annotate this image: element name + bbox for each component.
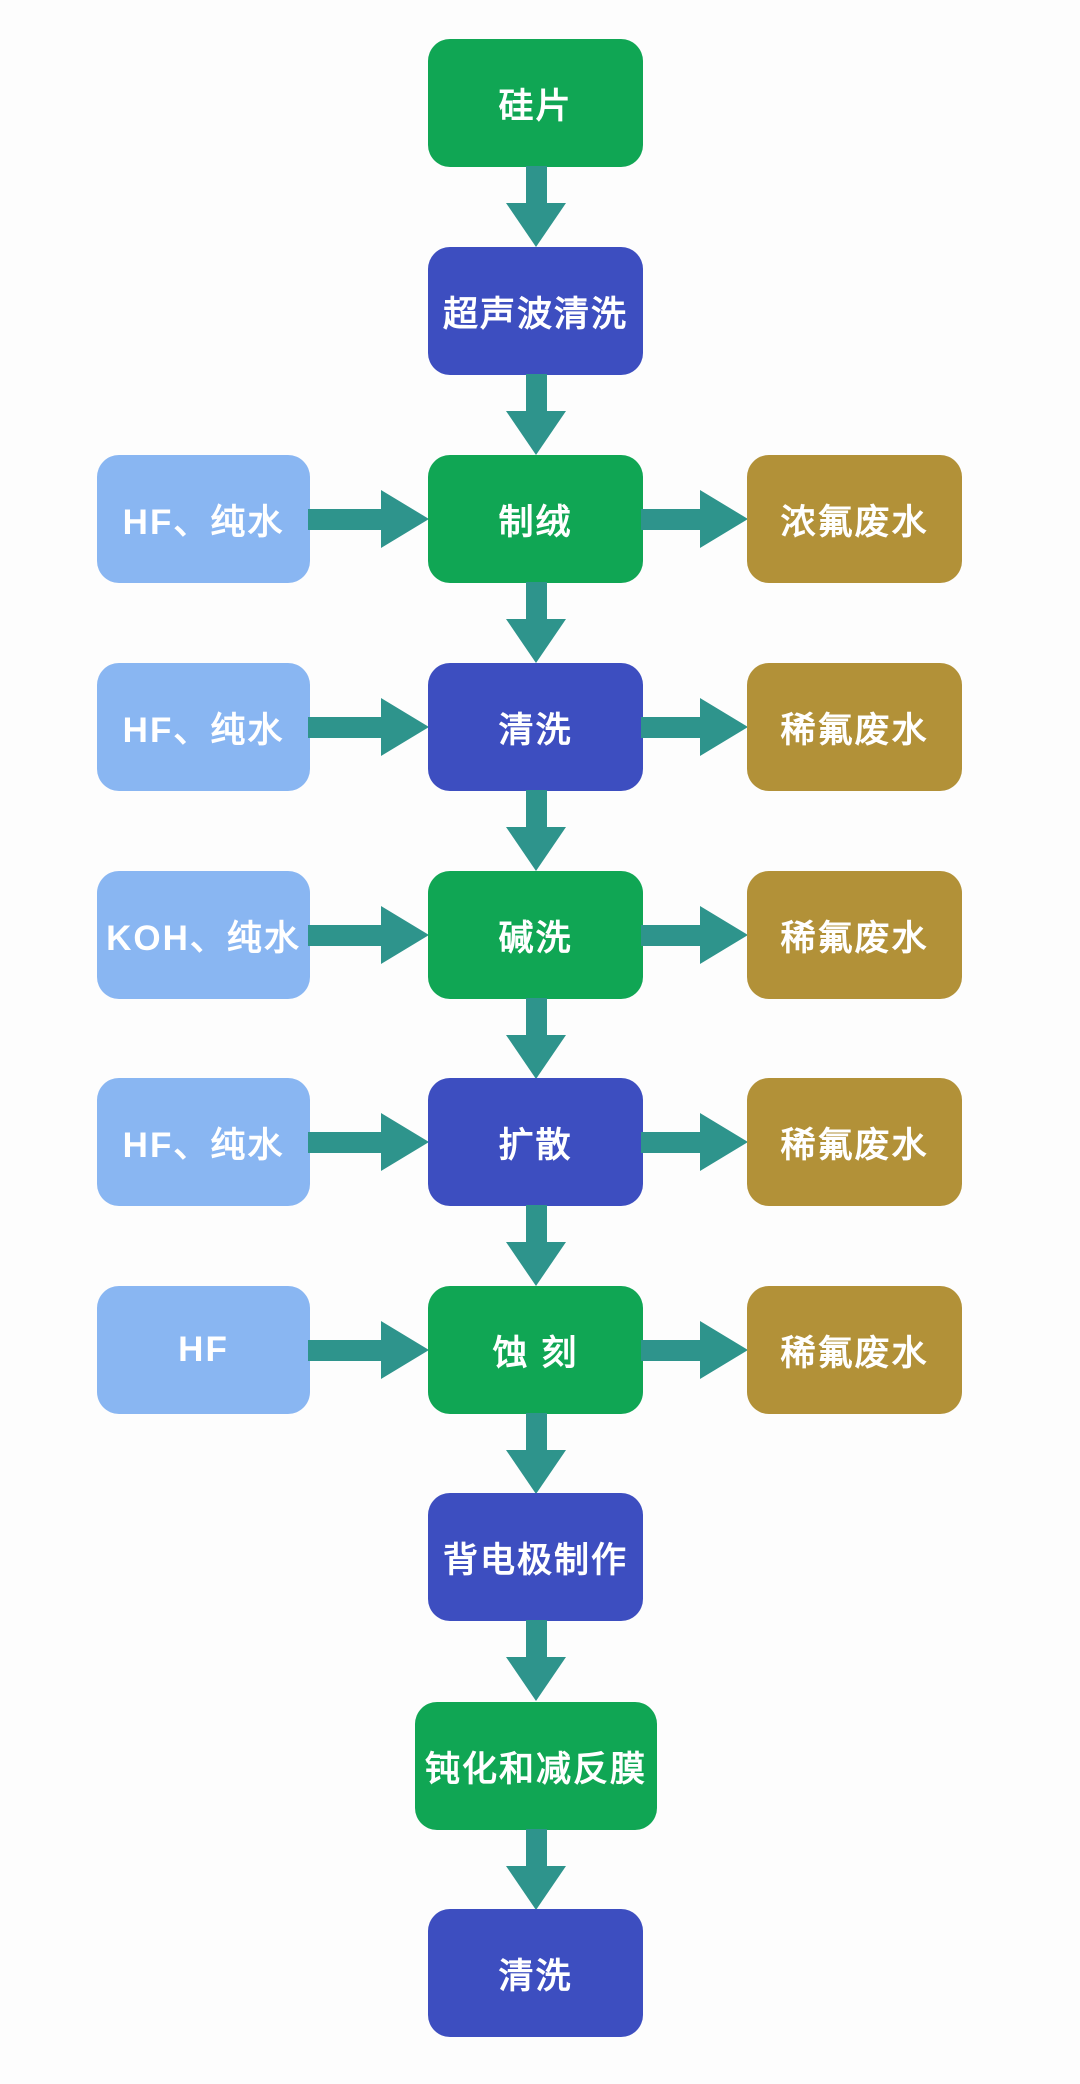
arrow-stem: [308, 924, 381, 946]
step-cleaning-1: 清洗: [428, 663, 643, 791]
right-arrow-icon: [641, 1321, 748, 1379]
arrow-stem: [641, 716, 700, 738]
arrow-stem: [308, 716, 381, 738]
step-back-electrode-fabrication: 背电极制作: [428, 1493, 643, 1621]
arrow-stem: [308, 1131, 381, 1153]
step-silicon-wafer: 硅片: [428, 39, 643, 167]
right-arrow-icon: [308, 698, 429, 756]
right-arrow-icon: [641, 906, 748, 964]
arrow-stem: [525, 166, 547, 203]
arrow-head: [506, 203, 566, 247]
right-arrow-icon: [308, 1113, 429, 1171]
step-etching: 蚀 刻: [428, 1286, 643, 1414]
arrow-head: [506, 827, 566, 871]
right-arrow-icon: [641, 698, 748, 756]
arrow-head: [506, 411, 566, 455]
step-ultrasonic-cleaning: 超声波清洗: [428, 247, 643, 375]
step-alkaline-wash: 碱洗: [428, 871, 643, 999]
down-arrow-icon: [506, 582, 566, 663]
arrow-stem: [641, 1131, 700, 1153]
arrow-stem: [641, 1339, 700, 1361]
arrow-head: [381, 698, 429, 756]
output-dilute-fluoride-wastewater-4: 稀氟废水: [747, 1286, 962, 1414]
arrow-head: [506, 1657, 566, 1701]
down-arrow-icon: [506, 1620, 566, 1701]
arrow-stem: [525, 1620, 547, 1657]
arrow-head: [506, 1866, 566, 1910]
arrow-head: [700, 698, 748, 756]
down-arrow-icon: [506, 1413, 566, 1494]
down-arrow-icon: [506, 374, 566, 455]
arrow-stem: [308, 1339, 381, 1361]
arrow-stem: [525, 1413, 547, 1450]
step-passivation-and-ar-coating: 钝化和减反膜: [415, 1702, 657, 1830]
right-arrow-icon: [308, 906, 429, 964]
input-hf-pure-water-cleaning: HF、纯水: [97, 663, 310, 791]
arrow-head: [506, 1450, 566, 1494]
output-dilute-fluoride-wastewater-2: 稀氟废水: [747, 871, 962, 999]
right-arrow-icon: [308, 1321, 429, 1379]
right-arrow-icon: [308, 490, 429, 548]
arrow-head: [506, 1242, 566, 1286]
arrow-head: [700, 1321, 748, 1379]
right-arrow-icon: [641, 1113, 748, 1171]
arrow-stem: [525, 1829, 547, 1866]
down-arrow-icon: [506, 166, 566, 247]
right-arrow-icon: [641, 490, 748, 548]
arrow-head: [506, 619, 566, 663]
arrow-head: [381, 1113, 429, 1171]
arrow-head: [700, 1113, 748, 1171]
down-arrow-icon: [506, 1829, 566, 1910]
arrow-stem: [525, 1205, 547, 1242]
output-dilute-fluoride-wastewater-3: 稀氟废水: [747, 1078, 962, 1206]
step-final-cleaning: 清洗: [428, 1909, 643, 2037]
step-diffusion: 扩散: [428, 1078, 643, 1206]
arrow-head: [700, 906, 748, 964]
arrow-head: [700, 490, 748, 548]
arrow-stem: [308, 508, 381, 530]
arrow-head: [381, 906, 429, 964]
arrow-head: [506, 1035, 566, 1079]
arrow-stem: [641, 508, 700, 530]
output-concentrated-fluoride-wastewater: 浓氟废水: [747, 455, 962, 583]
step-texturing: 制绒: [428, 455, 643, 583]
input-hf-pure-water-texturing: HF、纯水: [97, 455, 310, 583]
arrow-head: [381, 1321, 429, 1379]
arrow-head: [381, 490, 429, 548]
input-hf: HF: [97, 1286, 310, 1414]
down-arrow-icon: [506, 998, 566, 1079]
arrow-stem: [525, 582, 547, 619]
arrow-stem: [525, 374, 547, 411]
arrow-stem: [641, 924, 700, 946]
down-arrow-icon: [506, 790, 566, 871]
arrow-stem: [525, 998, 547, 1035]
input-koh-pure-water: KOH、纯水: [97, 871, 310, 999]
input-hf-pure-water-diffusion: HF、纯水: [97, 1078, 310, 1206]
output-dilute-fluoride-wastewater-1: 稀氟废水: [747, 663, 962, 791]
down-arrow-icon: [506, 1205, 566, 1286]
arrow-stem: [525, 790, 547, 827]
